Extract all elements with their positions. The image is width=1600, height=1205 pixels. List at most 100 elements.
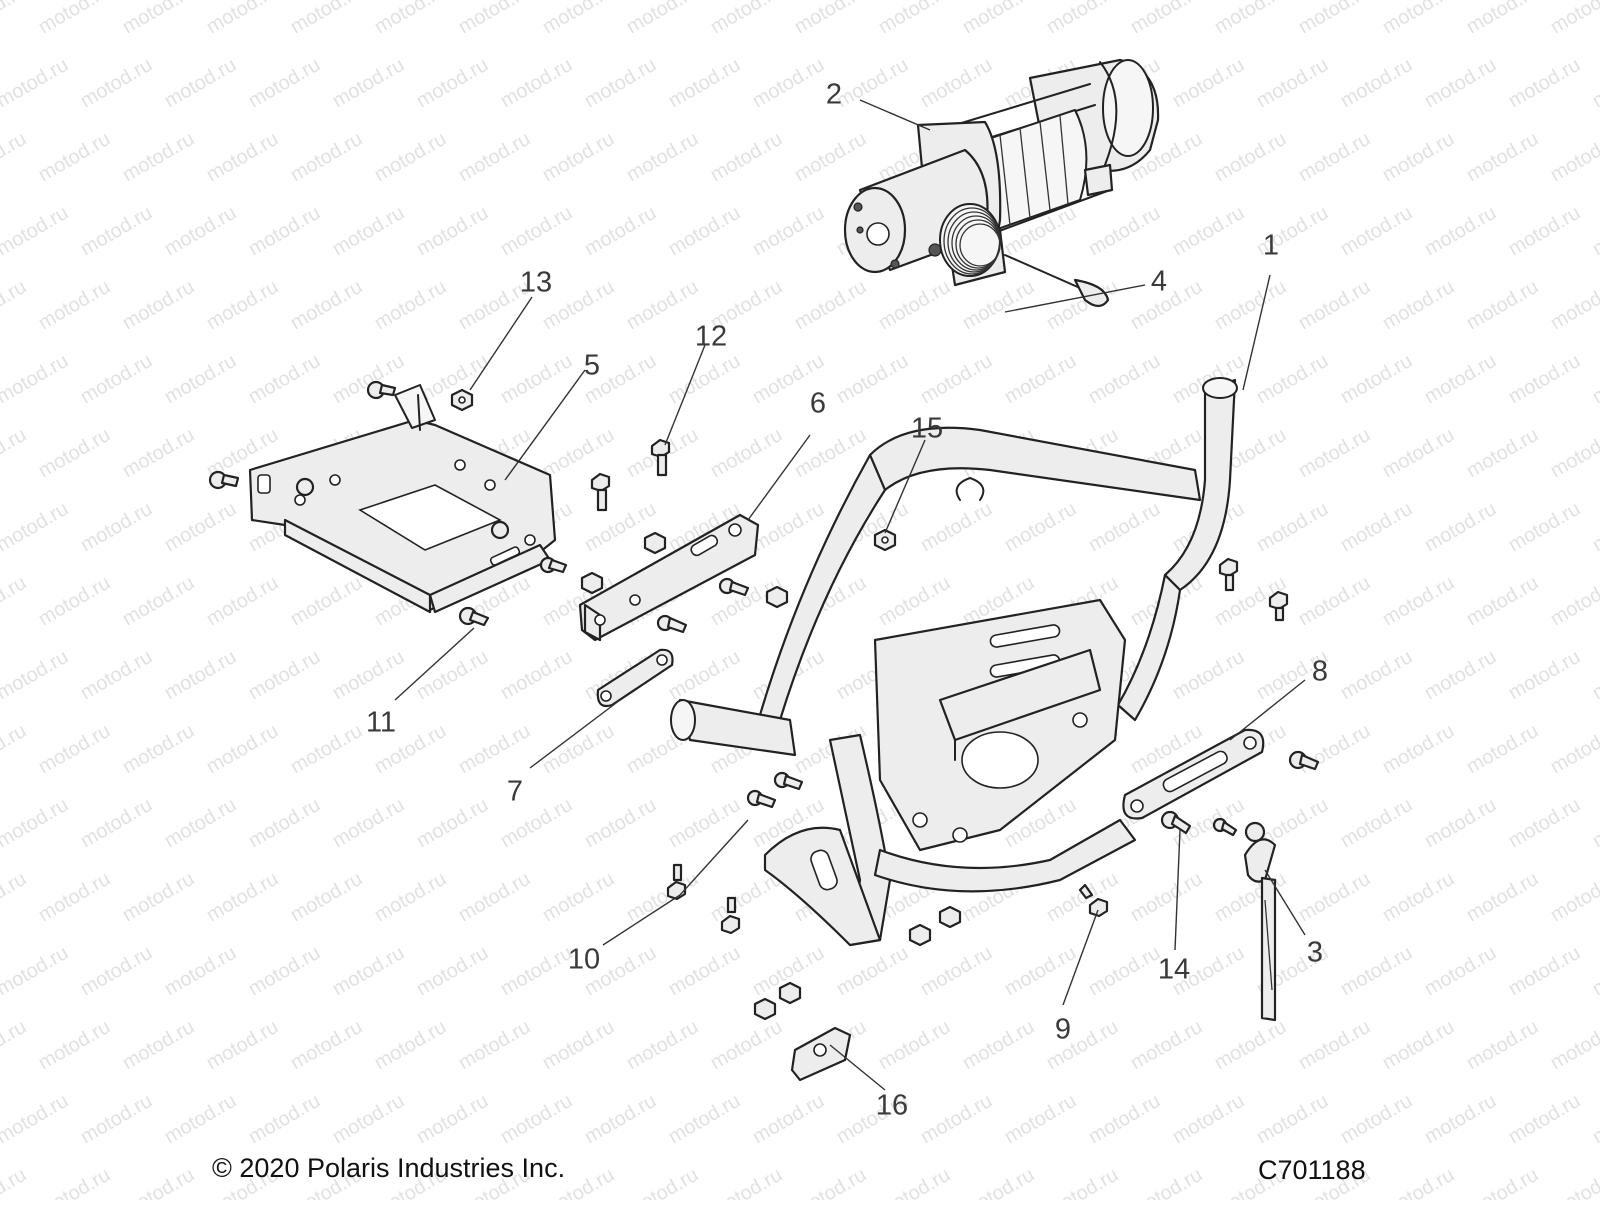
nut-a bbox=[643, 531, 667, 555]
watermark-text: motod.ru bbox=[329, 794, 408, 853]
watermark-text: motod.ru bbox=[1547, 1164, 1600, 1200]
watermark-text: motod.ru bbox=[35, 424, 114, 483]
watermark-text: motod.ru bbox=[161, 1090, 240, 1149]
watermark-text: motod.ru bbox=[371, 276, 450, 335]
watermark-text: motod.ru bbox=[749, 202, 828, 261]
watermark-text: motod.ru bbox=[245, 54, 324, 113]
watermark-text: motod.ru bbox=[413, 1090, 492, 1149]
watermark-text: motod.ru bbox=[1421, 498, 1500, 557]
watermark-text: motod.ru bbox=[1463, 1164, 1542, 1200]
watermark-text: motod.ru bbox=[875, 572, 954, 631]
bolt-11 bbox=[458, 606, 490, 627]
watermark-text: motod.ru bbox=[623, 0, 702, 38]
plate-part bbox=[790, 1026, 852, 1082]
watermark-text: motod.ru bbox=[0, 1090, 72, 1149]
callout-15: 15 bbox=[910, 412, 944, 445]
watermark-text: motod.ru bbox=[791, 128, 870, 187]
watermark-text: motod.ru bbox=[77, 942, 156, 1001]
watermark-text: motod.ru bbox=[1337, 794, 1416, 853]
watermark-text: motod.ru bbox=[665, 794, 744, 853]
watermark-text: motod.ru bbox=[329, 1090, 408, 1149]
watermark-text: motod.ru bbox=[581, 1090, 660, 1149]
nut-l1 bbox=[908, 923, 932, 947]
nut-l3 bbox=[753, 997, 777, 1021]
watermark-text: motod.ru bbox=[0, 0, 30, 38]
watermark-text: motod.ru bbox=[917, 1090, 996, 1149]
watermark-text: motod.ru bbox=[371, 1016, 450, 1075]
watermark-text: motod.ru bbox=[0, 54, 72, 113]
watermark-text: motod.ru bbox=[875, 1164, 954, 1200]
mount-bracket-part bbox=[578, 513, 760, 642]
watermark-text: motod.ru bbox=[1463, 276, 1542, 335]
watermark-text: motod.ru bbox=[1463, 0, 1542, 38]
watermark-text: motod.ru bbox=[119, 868, 198, 927]
hook-strap-part bbox=[1243, 821, 1277, 1022]
watermark-text: motod.ru bbox=[0, 794, 72, 853]
watermark-text: motod.ru bbox=[1505, 1090, 1584, 1149]
watermark-text: motod.ru bbox=[1589, 54, 1600, 113]
bolt-r2 bbox=[1268, 590, 1289, 622]
watermark-text: motod.ru bbox=[1421, 646, 1500, 705]
watermark-text: motod.ru bbox=[1253, 350, 1332, 409]
watermark-text: motod.ru bbox=[77, 646, 156, 705]
watermark-text: motod.ru bbox=[371, 128, 450, 187]
watermark-text: motod.ru bbox=[833, 942, 912, 1001]
watermark-text: motod.ru bbox=[665, 1090, 744, 1149]
watermark-text: motod.ru bbox=[287, 276, 366, 335]
watermark-text: motod.ru bbox=[539, 1016, 618, 1075]
watermark-text: motod.ru bbox=[245, 942, 324, 1001]
watermark-text: motod.ru bbox=[329, 942, 408, 1001]
watermark-text: motod.ru bbox=[1463, 128, 1542, 187]
watermark-text: motod.ru bbox=[1379, 424, 1458, 483]
watermark-text: motod.ru bbox=[791, 276, 870, 335]
bolt-r3 bbox=[1288, 750, 1320, 771]
watermark-text: motod.ru bbox=[1505, 794, 1584, 853]
watermark-text: motod.ru bbox=[497, 54, 576, 113]
watermark-text: motod.ru bbox=[791, 424, 870, 483]
bolt-12b bbox=[590, 472, 611, 512]
watermark-text: motod.ru bbox=[875, 1016, 954, 1075]
watermark-text: motod.ru bbox=[1463, 572, 1542, 631]
watermark-text: motod.ru bbox=[203, 868, 282, 927]
watermark-text: motod.ru bbox=[413, 202, 492, 261]
watermark-text: motod.ru bbox=[455, 868, 534, 927]
watermark-text: motod.ru bbox=[245, 646, 324, 705]
watermark-text: motod.ru bbox=[119, 572, 198, 631]
watermark-text: motod.ru bbox=[1505, 498, 1584, 557]
watermark-text: motod.ru bbox=[1421, 794, 1500, 853]
watermark-text: motod.ru bbox=[1547, 276, 1600, 335]
watermark-text: motod.ru bbox=[749, 54, 828, 113]
watermark-text: motod.ru bbox=[1211, 1016, 1290, 1075]
watermark-text: motod.ru bbox=[623, 276, 702, 335]
watermark-text: motod.ru bbox=[1589, 794, 1600, 853]
nut-b bbox=[580, 571, 604, 595]
watermark-text: motod.ru bbox=[413, 54, 492, 113]
watermark-text: motod.ru bbox=[329, 202, 408, 261]
watermark-text: motod.ru bbox=[245, 202, 324, 261]
watermark-text: motod.ru bbox=[1211, 0, 1290, 38]
watermark-text: motod.ru bbox=[371, 0, 450, 38]
watermark-text: motod.ru bbox=[833, 350, 912, 409]
watermark-text: motod.ru bbox=[161, 794, 240, 853]
fairlead-part bbox=[1122, 728, 1265, 820]
watermark-text: motod.ru bbox=[35, 1016, 114, 1075]
watermark-text: motod.ru bbox=[77, 498, 156, 557]
watermark-text: motod.ru bbox=[623, 868, 702, 927]
watermark-text: motod.ru bbox=[917, 54, 996, 113]
watermark-text: motod.ru bbox=[1127, 1016, 1206, 1075]
watermark-text: motod.ru bbox=[119, 128, 198, 187]
watermark-text: motod.ru bbox=[1211, 128, 1290, 187]
watermark-text: motod.ru bbox=[119, 1164, 198, 1200]
watermark-text: motod.ru bbox=[581, 54, 660, 113]
callout-13: 13 bbox=[519, 266, 553, 299]
watermark-text: motod.ru bbox=[1463, 1016, 1542, 1075]
watermark-text: motod.ru bbox=[1337, 350, 1416, 409]
callout-7: 7 bbox=[506, 775, 524, 808]
bolt-10a bbox=[746, 789, 777, 809]
watermark-text: motod.ru bbox=[581, 794, 660, 853]
watermark-text: motod.ru bbox=[287, 868, 366, 927]
watermark-text: motod.ru bbox=[1505, 942, 1584, 1001]
bolt-left-1 bbox=[366, 380, 397, 400]
watermark-text: motod.ru bbox=[1547, 424, 1600, 483]
watermark-text: motod.ru bbox=[287, 572, 366, 631]
